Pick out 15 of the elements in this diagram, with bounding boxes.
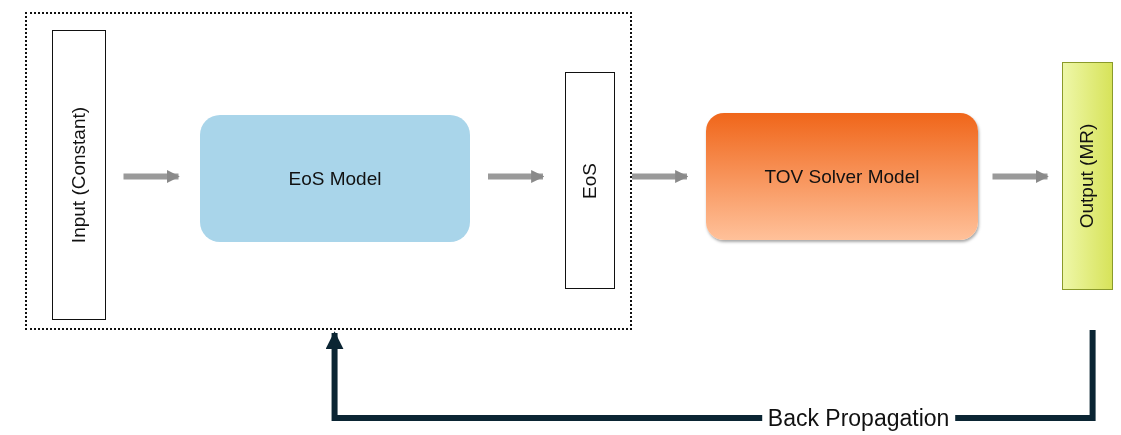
model-box [706,113,978,240]
node-label: TOV Solver Model [764,165,920,188]
output-box [1062,62,1113,290]
arrow [992,169,1049,184]
vertical-box [52,30,106,320]
dashed-group-frame [25,12,632,330]
arrow [632,169,689,184]
node-label: Output (MR) [1076,123,1099,229]
node-label: Input (Constant) [68,106,90,244]
node-label: EoS [579,162,601,199]
node-label: EoS Model [288,167,382,190]
arrow [123,169,180,184]
arrow [488,169,545,184]
model-box [200,115,470,242]
vertical-box [565,72,615,289]
